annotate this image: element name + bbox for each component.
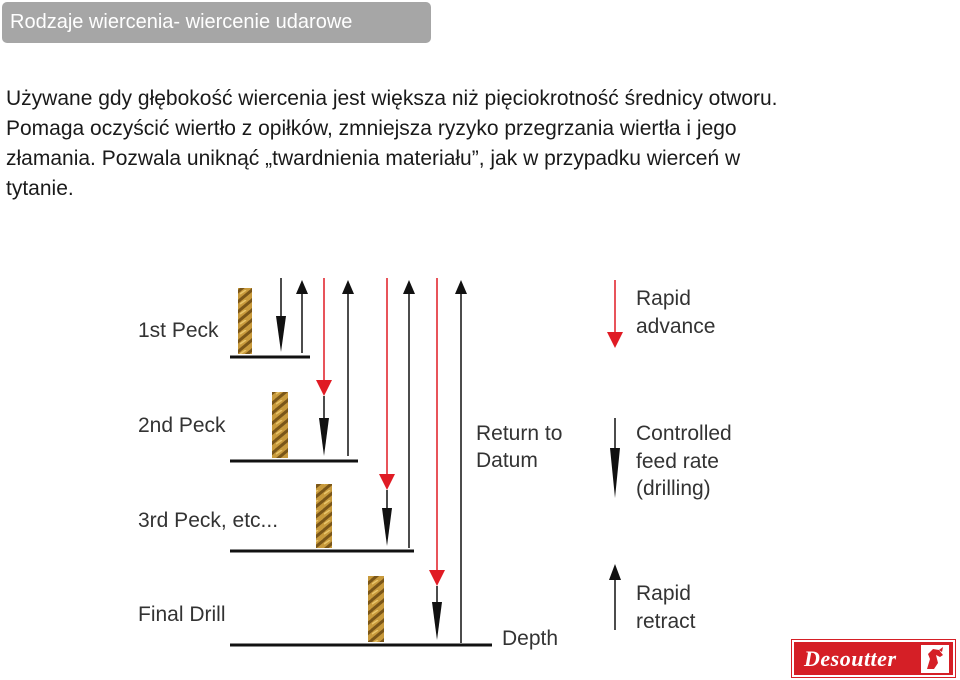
legend-feed-arrowhead bbox=[610, 448, 620, 498]
legend-rapid-advance-label-2: advance bbox=[636, 315, 715, 338]
slide-title: Rodzaje wiercenia- wiercenie udarowe bbox=[10, 11, 353, 33]
retract-arrowhead-1 bbox=[296, 280, 308, 294]
logo-text: Desoutter bbox=[804, 646, 897, 671]
rapid-advance-arrowhead-3 bbox=[379, 474, 395, 490]
legend-rapid-advance-label-1: Rapid bbox=[636, 287, 691, 310]
logo-horse-icon bbox=[921, 645, 949, 673]
peck-label-2: 2nd Peck bbox=[138, 414, 226, 437]
drill-bit-1 bbox=[238, 288, 252, 354]
drill-bit-final bbox=[368, 576, 384, 642]
legend-feed-label-1: Controlled bbox=[636, 422, 732, 445]
legend-rapid-advance-arrowhead bbox=[607, 332, 623, 348]
description-line-1: Używane gdy głębokość wiercenia jest wię… bbox=[6, 87, 778, 110]
return-label-line-2: Datum bbox=[476, 449, 538, 472]
rapid-advance-arrowhead-final bbox=[429, 570, 445, 586]
desoutter-logo: Desoutter bbox=[791, 639, 956, 678]
peck-label-3: 3rd Peck, etc... bbox=[138, 509, 278, 532]
retract-arrowhead-final bbox=[455, 280, 467, 294]
retract-arrowhead-2 bbox=[342, 280, 354, 294]
legend-retract-arrowhead bbox=[609, 564, 621, 580]
drill-bit-2 bbox=[272, 392, 288, 458]
depth-label: Depth bbox=[502, 627, 558, 650]
retract-arrowhead-3 bbox=[403, 280, 415, 294]
rapid-advance-arrowhead-2 bbox=[316, 380, 332, 396]
description-line-2: Pomaga oczyścić wiertło z opiłków, zmnie… bbox=[6, 117, 737, 140]
feed-arrowhead-3 bbox=[382, 508, 392, 546]
description-line-3: złamania. Pozwala uniknąć „twardnienia m… bbox=[6, 147, 741, 170]
legend-feed-label-2: feed rate bbox=[636, 450, 719, 473]
slide-title-bar: Rodzaje wiercenia- wiercenie udarowe bbox=[2, 2, 431, 43]
feed-arrowhead-final bbox=[432, 602, 442, 640]
description-line-4: tytanie. bbox=[6, 177, 74, 200]
legend-retract-label-2: retract bbox=[636, 610, 696, 633]
peck-label-1: 1st Peck bbox=[138, 319, 219, 342]
legend-feed-label-3: (drilling) bbox=[636, 477, 711, 500]
feed-arrowhead-2 bbox=[319, 418, 329, 456]
peck-label-final: Final Drill bbox=[138, 603, 226, 626]
drill-bit-3 bbox=[316, 484, 332, 548]
feed-arrowhead-1 bbox=[276, 316, 286, 352]
return-label-line-1: Return to bbox=[476, 422, 562, 445]
description-text: Używane gdy głębokość wiercenia jest wię… bbox=[6, 84, 906, 204]
legend-retract-label-1: Rapid bbox=[636, 582, 691, 605]
